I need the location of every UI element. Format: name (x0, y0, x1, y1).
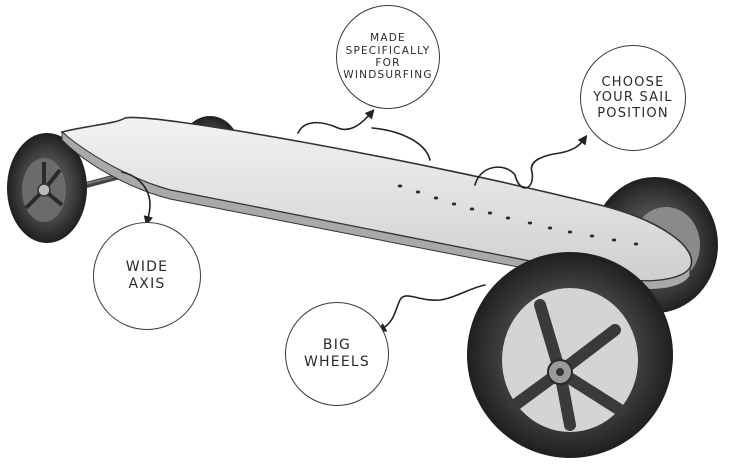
callout-line: YOUR SAIL (593, 90, 673, 106)
arrow-windsurfing-tail (371, 127, 431, 161)
callout-line: AXIS (128, 276, 166, 292)
callout-line: WINDSURFING (343, 69, 433, 82)
callout-line: POSITION (597, 105, 669, 121)
callout-line: MADE (370, 32, 406, 45)
callout-choose-sail-position: CHOOSE YOUR SAIL POSITION (580, 45, 686, 151)
callout-line: CHOOSE (601, 75, 665, 90)
deck (60, 116, 693, 290)
callout-line: BIG (322, 337, 352, 354)
arrow-sail-position (474, 134, 588, 189)
callout-arrows (121, 109, 588, 332)
arrow-wide-axis (121, 171, 154, 226)
front-near-wheel (467, 252, 673, 458)
arrow-windsurfing (297, 109, 375, 134)
callout-big-wheels: BIG WHEELS (285, 302, 389, 406)
rear-near-wheel (7, 133, 87, 243)
callout-line: WHEELS (304, 354, 370, 370)
callout-line: SPECIFICALLY (345, 44, 431, 57)
sail-mount-holes (397, 184, 639, 246)
callout-line: WIDE (125, 259, 169, 276)
callout-made-for-windsurfing: MADE SPECIFICALLY FOR WINDSURFING (336, 5, 440, 109)
callout-wide-axis: WIDE AXIS (93, 222, 201, 330)
callout-line: FOR (375, 57, 401, 69)
arrow-big-wheels (376, 284, 486, 332)
